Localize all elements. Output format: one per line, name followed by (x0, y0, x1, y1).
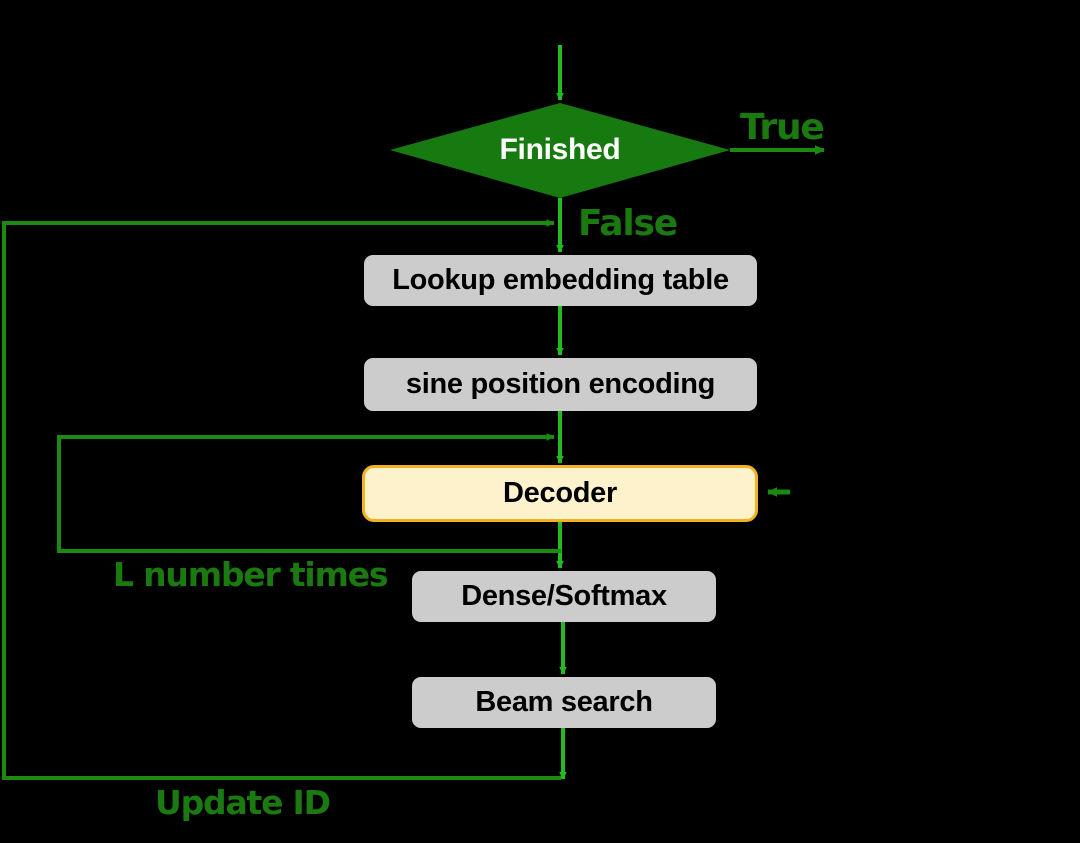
edge-label-true: True (740, 107, 825, 148)
decision-shape-finished (390, 103, 730, 198)
edge-label-l-number-times: L number times (113, 555, 389, 594)
node-sine-position-encoding[interactable]: sine position encoding (364, 358, 757, 411)
node-label-lookup: Lookup embedding table (392, 263, 729, 296)
node-label-sine: sine position encoding (405, 367, 716, 400)
edge-label-update-id: Update ID (155, 783, 331, 822)
node-beam-search[interactable]: Beam search (412, 677, 716, 728)
node-lookup-embedding-table[interactable]: Lookup embedding table (364, 255, 757, 306)
node-decoder[interactable]: Decoder (362, 465, 758, 522)
node-dense-softmax[interactable]: Dense/Softmax (412, 571, 716, 622)
edge-outer-loop-update-id (2, 219, 561, 780)
node-label-beam: Beam search (475, 685, 653, 718)
edge-inner-loop-l-times (57, 433, 561, 553)
edge-label-false: False (578, 203, 678, 244)
node-label-dense: Dense/Softmax (461, 579, 667, 612)
node-label-decoder: Decoder (503, 476, 617, 509)
